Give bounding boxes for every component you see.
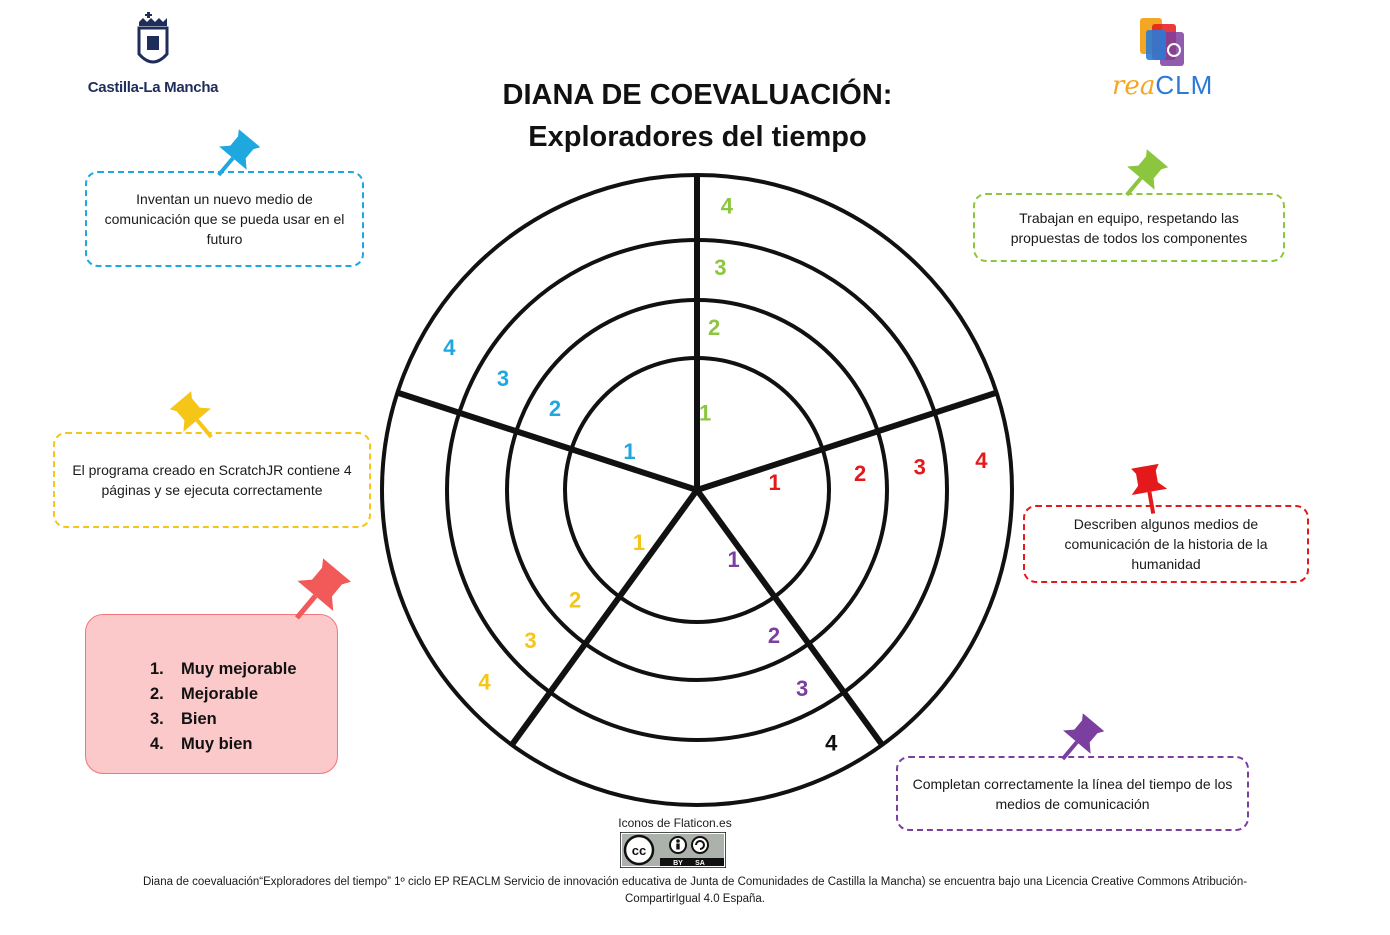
- score-label-red-1: 1: [768, 470, 780, 495]
- reaclm-devices-icon: [1140, 18, 1184, 66]
- legend-item: 2.Mejorable: [150, 685, 259, 703]
- criterion-purple-text: Completan correctamente la línea del tie…: [912, 775, 1233, 812]
- score-label-blue-2: 2: [549, 396, 561, 421]
- legend-list: 1.Muy mejorable 2.Mejorable 3.Bien 4.Muy…: [150, 657, 297, 757]
- coat-of-arms-icon: [137, 12, 169, 64]
- score-label-red-2: 2: [854, 461, 866, 486]
- by-label: BY: [673, 860, 683, 867]
- criterion-green-text: Trabajan en equipo, respetando las propu…: [1010, 209, 1248, 246]
- score-label-green-1: 1: [699, 400, 711, 425]
- criterion-yellow-box: El programa creado en ScratchJR contiene…: [53, 432, 371, 528]
- sa-label: SA: [695, 860, 705, 867]
- score-label-green-2: 2: [708, 315, 720, 340]
- flaticon-credit: Iconos de Flaticon.es: [618, 816, 732, 830]
- criterion-yellow-text: El programa creado en ScratchJR contiene…: [72, 462, 352, 498]
- score-label-green-3: 3: [714, 255, 726, 280]
- creative-commons-badge: cc BY SA: [620, 832, 726, 868]
- score-label-blue-3: 3: [497, 366, 509, 391]
- score-label-blue-1: 1: [623, 439, 635, 464]
- score-label-red-3: 3: [914, 455, 926, 480]
- score-label-yellow-2: 2: [569, 588, 581, 613]
- criterion-red-box: Describen algunos medios de comunicación…: [1023, 505, 1309, 583]
- score-label-yellow-4: 4: [478, 669, 491, 694]
- score-label-purple-1: 1: [727, 547, 739, 572]
- reaclm-label: reaCLM: [1112, 70, 1214, 101]
- legend-box: 1.Muy mejorable 2.Mejorable 3.Bien 4.Muy…: [85, 614, 338, 774]
- legend-item: 3.Bien: [150, 710, 217, 728]
- cc-label: cc: [632, 843, 646, 858]
- score-label-red-4: 4: [975, 448, 988, 473]
- cc-icon: [623, 834, 655, 866]
- score-label-purple-3: 3: [796, 676, 808, 701]
- reaclm-logo: reaCLM: [1102, 12, 1232, 102]
- criterion-blue-text: Inventan un nuevo medio de comunicación …: [104, 191, 345, 247]
- score-label-yellow-3: 3: [524, 628, 536, 653]
- page-title: DIANA DE COEVALUACIÓN: Exploradores del …: [420, 74, 975, 158]
- target-spoke-5: [396, 389, 698, 493]
- target-spoke-2: [696, 389, 998, 493]
- criterion-blue-box: Inventan un nuevo medio de comunicación …: [85, 171, 364, 267]
- title-line-2: Exploradores del tiempo: [528, 121, 867, 153]
- score-label-blue-4: 4: [443, 335, 456, 360]
- license-footer: Diana de coevaluación“Exploradores del t…: [60, 874, 1330, 908]
- legend-item: 1.Muy mejorable: [150, 660, 297, 678]
- target-spoke-4: [509, 488, 700, 747]
- license-footer-line-1: Diana de coevaluación“Exploradores del t…: [142, 876, 1248, 888]
- score-label-yellow-1: 1: [633, 530, 645, 555]
- sa-icon: [691, 836, 709, 854]
- target-spokes: [396, 175, 998, 747]
- castilla-la-mancha-logo: Castilla-La Mancha: [78, 10, 228, 105]
- title-line-1: DIANA DE COEVALUACIÓN:: [502, 79, 893, 111]
- target-score-labels: 1 2 3 4 1 2 3 4 1 2 3 4 1 2 3 4 1 2 3 4: [443, 194, 988, 756]
- criterion-red-text: Describen algunos medios de comunicación…: [1064, 516, 1268, 572]
- score-label-purple-4: 4: [825, 731, 838, 756]
- legend-item: 4.Muy bien: [150, 735, 253, 753]
- score-label-green-4: 4: [721, 194, 734, 219]
- score-label-purple-2: 2: [768, 623, 780, 648]
- target-spoke-3: [694, 488, 885, 747]
- license-footer-line-2: CompartirIgual 4.0 España.: [625, 893, 765, 905]
- castilla-la-mancha-label: Castilla-La Mancha: [87, 79, 219, 96]
- criterion-purple-box: Completan correctamente la línea del tie…: [896, 756, 1249, 831]
